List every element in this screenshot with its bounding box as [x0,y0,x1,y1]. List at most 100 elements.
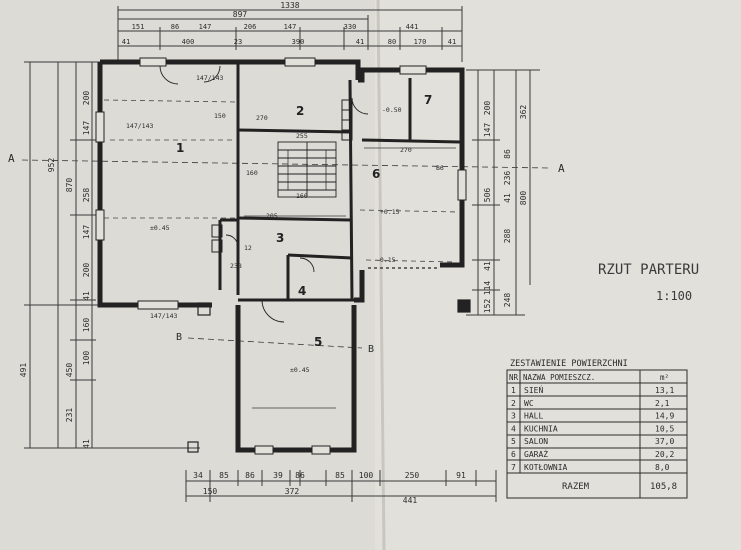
top-dim-390: 390 [292,38,305,46]
left-dim-450: 450 [65,363,74,378]
door-swings [159,65,369,323]
table-col-nr: NR [509,373,519,382]
right-dim-362: 362 [519,105,528,120]
window-label-3: 147/143 [150,312,177,320]
left-dim-147a: 147 [82,121,91,136]
area-table-header: NR NAZWA POMIESZCZ. m² [509,373,669,382]
table-cell-name: WC [524,399,534,408]
interior-dim-12: 12 [244,244,252,252]
left-dim-231: 231 [65,408,74,423]
room-5-number: 1 [176,141,184,155]
left-dim-41: 41 [82,291,91,301]
top-dim-170: 170 [414,38,427,46]
top-dim-80: 80 [388,38,396,46]
table-total-value: 105,8 [650,482,677,492]
table-cell-nr: 4 [511,424,516,433]
right-dim-248: 248 [503,293,512,308]
table-col-area: m² [660,373,669,382]
bottom-dim-86: 86 [245,471,255,480]
right-dim-288: 288 [503,229,512,244]
level-mark-garage-b: -0.15 [376,256,396,264]
interior-dim-270a: 270 [400,146,412,154]
table-cell-area: 14,9 [655,412,674,421]
area-table-grid [506,369,688,499]
bottom-dim-39: 39 [273,471,283,480]
section-mark-a-right: A [558,162,565,175]
table-cell-name: SALON [524,437,548,446]
left-page-shade [0,0,375,550]
table-cell-nr: 3 [511,412,516,421]
top-dimension-row2: 151 86 147 206 147 330 441 [132,23,419,31]
bottom-dimension-lines [185,470,497,502]
top-dim-441: 441 [406,23,419,31]
left-dim-100: 100 [82,351,91,366]
left-dim-200b: 200 [82,263,91,278]
bottom-dim-34: 34 [193,471,203,480]
room-3-number: 3 [276,231,284,245]
bottom-dim-441: 441 [403,496,418,505]
table-cell-area: 10,5 [655,424,674,433]
interior-dim-160: 160 [296,192,308,200]
interior-dim-b6: B6 [436,164,444,172]
top-dim-400: 400 [182,38,195,46]
top-dim-41c: 41 [448,38,456,46]
left-dim-870: 870 [65,178,74,193]
room-7-number: 7 [424,93,432,107]
drawing-scale: 1:100 [656,289,692,303]
staircase [277,141,337,198]
left-dim-491: 491 [19,363,28,378]
top-dimension-row3: 41 400 23 390 41 80 170 41 [122,38,456,46]
table-cell-name: KUCHNIA [524,424,558,433]
table-col-name: NAZWA POMIESZCZ. [523,373,595,382]
bottom-dim-91: 91 [456,471,466,480]
left-dim-952: 952 [47,158,56,173]
table-row: 3 HALL 14,9 [511,412,674,421]
section-mark-a-left: A [8,152,15,165]
top-dim-86: 86 [171,23,179,31]
room-2-number: 4 [298,284,306,298]
table-row: 4 KUCHNIA 10,5 [511,424,674,433]
left-dim-147b: 147 [82,225,91,240]
bottom-dimension-row1: 34 85 86 39 86 85 100 250 91 [193,471,466,480]
right-dim-41: 41 [483,261,492,271]
left-dim-200a: 200 [82,91,91,106]
left-dim-258: 258 [82,188,91,203]
table-cell-name: HALL [524,412,543,421]
table-cell-name: GARAŻ [524,449,548,459]
garage-door [187,267,471,453]
table-cell-area: 20,2 [655,450,674,459]
table-cell-nr: 1 [511,386,516,395]
left-dim-41b: 41 [82,439,91,449]
top-dimension-lines [117,6,463,62]
table-cell-area: 8,0 [655,463,670,472]
right-dimension-labels: 362 800 200 147 506 41 114 152 86 236 41… [483,101,528,314]
right-dim-800: 800 [519,191,528,206]
interior-dim-270b: 270 [256,114,268,122]
table-total-label: RAZEM [562,482,590,492]
table-cell-name: KOTŁOWNIA [524,463,568,472]
bottom-dim-372: 372 [285,487,300,496]
top-dim-206: 206 [244,23,257,31]
right-dim-114: 114 [483,281,492,296]
table-cell-area: 37,0 [655,437,674,446]
top-overall-dimension: 1338 [280,1,299,10]
bottom-dim-85b: 85 [335,471,345,480]
section-mark-b-right: B [368,344,374,355]
level-mark-sien: ±0.45 [290,366,310,374]
room-1-number: 5 [314,335,322,349]
bottom-dimension-row2: 150 372 441 [203,487,418,505]
left-dimension-labels: 491 952 870 450 231 200 147 258 147 200 … [19,91,91,449]
bottom-dim-150: 150 [203,487,218,496]
top-dim-41b: 41 [356,38,364,46]
windows [95,57,467,455]
table-cell-nr: 2 [511,399,516,408]
level-mark-salon: ±0.45 [150,224,170,232]
